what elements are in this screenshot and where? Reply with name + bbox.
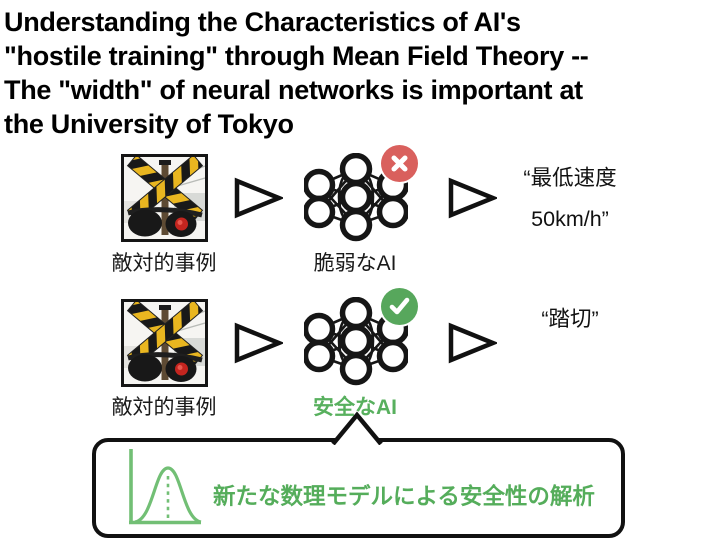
callout-text: 新たな数理モデルによる安全性の解析: [213, 484, 595, 509]
output-line-2: 50km/h”: [531, 207, 609, 231]
neural-network-icon: [304, 153, 408, 242]
speech-pointer-icon: [331, 411, 383, 445]
title-line-3: The "width" of neural networks is import…: [4, 75, 583, 105]
flow-arrow-icon: [234, 322, 283, 364]
check-mark-icon: [389, 297, 410, 315]
page-title: Understanding the Characteristics of AI'…: [4, 5, 700, 141]
output-line-1: “最低速度: [523, 166, 617, 190]
railroad-crossing-icon: [124, 302, 205, 384]
neural-network-icon: [304, 297, 408, 386]
x-mark-icon: [391, 155, 408, 172]
flow-arrow-icon: [448, 322, 497, 364]
adversarial-example-image: [121, 299, 208, 387]
adversarial-example-image: [121, 154, 208, 242]
model-label: 安全なAI: [313, 396, 397, 419]
flow-arrow-icon: [448, 177, 497, 219]
title-line-4: the University of Tokyo: [4, 109, 294, 139]
railroad-crossing-icon: [124, 157, 205, 239]
input-label: 敵対的事例: [111, 396, 217, 419]
title-line-1: Understanding the Characteristics of AI'…: [4, 7, 521, 37]
output-text: “最低速度 50km/h”: [498, 158, 642, 240]
model-label: 脆弱なAI: [313, 252, 397, 275]
output-text: “踏切”: [541, 307, 599, 331]
title-line-2: "hostile training" through Mean Field Th…: [4, 41, 589, 71]
x-badge-icon: [381, 145, 418, 182]
bell-curve-icon: [129, 449, 202, 525]
check-badge-icon: [381, 288, 418, 325]
input-label: 敵対的事例: [111, 252, 217, 275]
flow-arrow-icon: [234, 177, 283, 219]
